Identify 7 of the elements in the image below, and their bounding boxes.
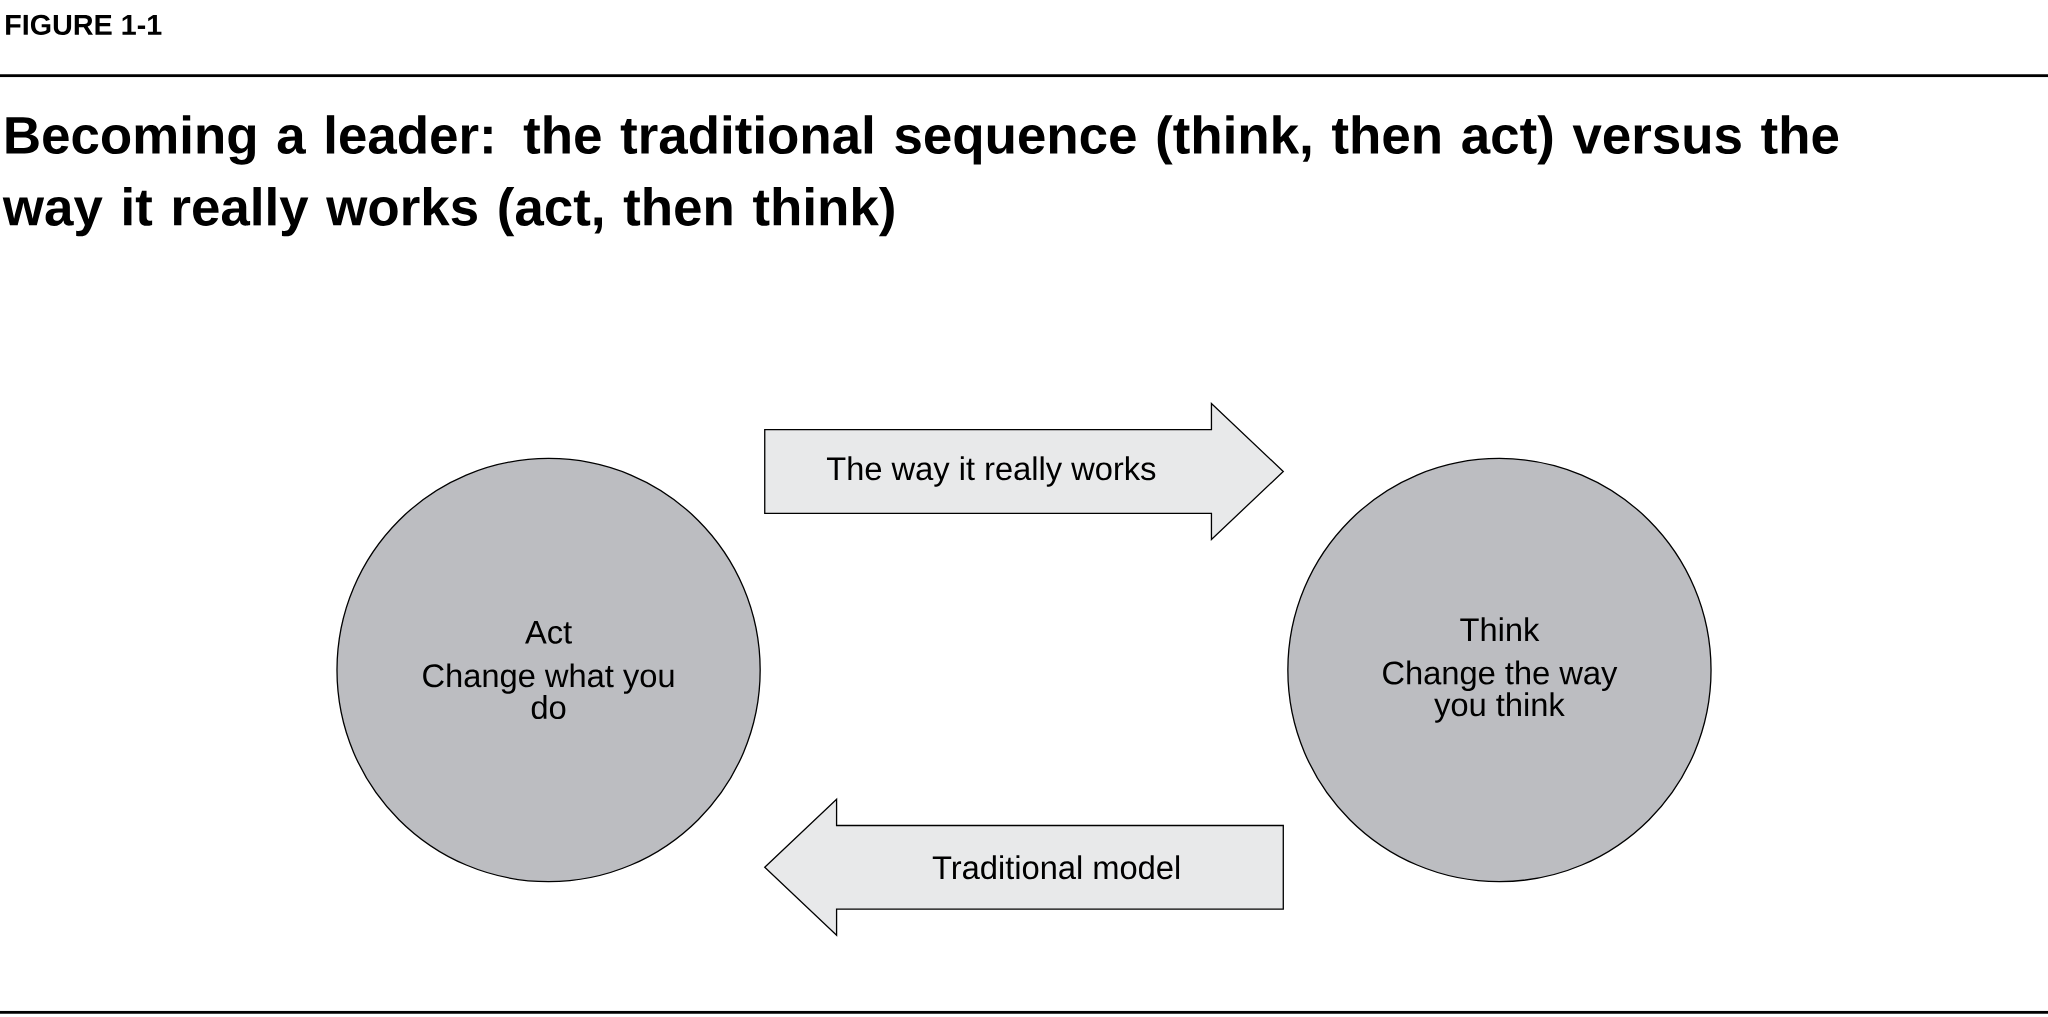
circle-node: Think Change the way you think — [1287, 457, 1712, 883]
circle-node: Act Change what you do — [336, 457, 761, 883]
block-arrow — [764, 401, 1285, 541]
title: Becoming a leader: the traditional sequence (think, then act) versus the way it really works (act, then think) — [2, 114, 1839, 237]
edge-label: Traditional model — [932, 855, 1180, 880]
edge-label: The way it really works — [826, 456, 1156, 487]
figure-number: FIGURE 1-1 — [6, 14, 162, 35]
